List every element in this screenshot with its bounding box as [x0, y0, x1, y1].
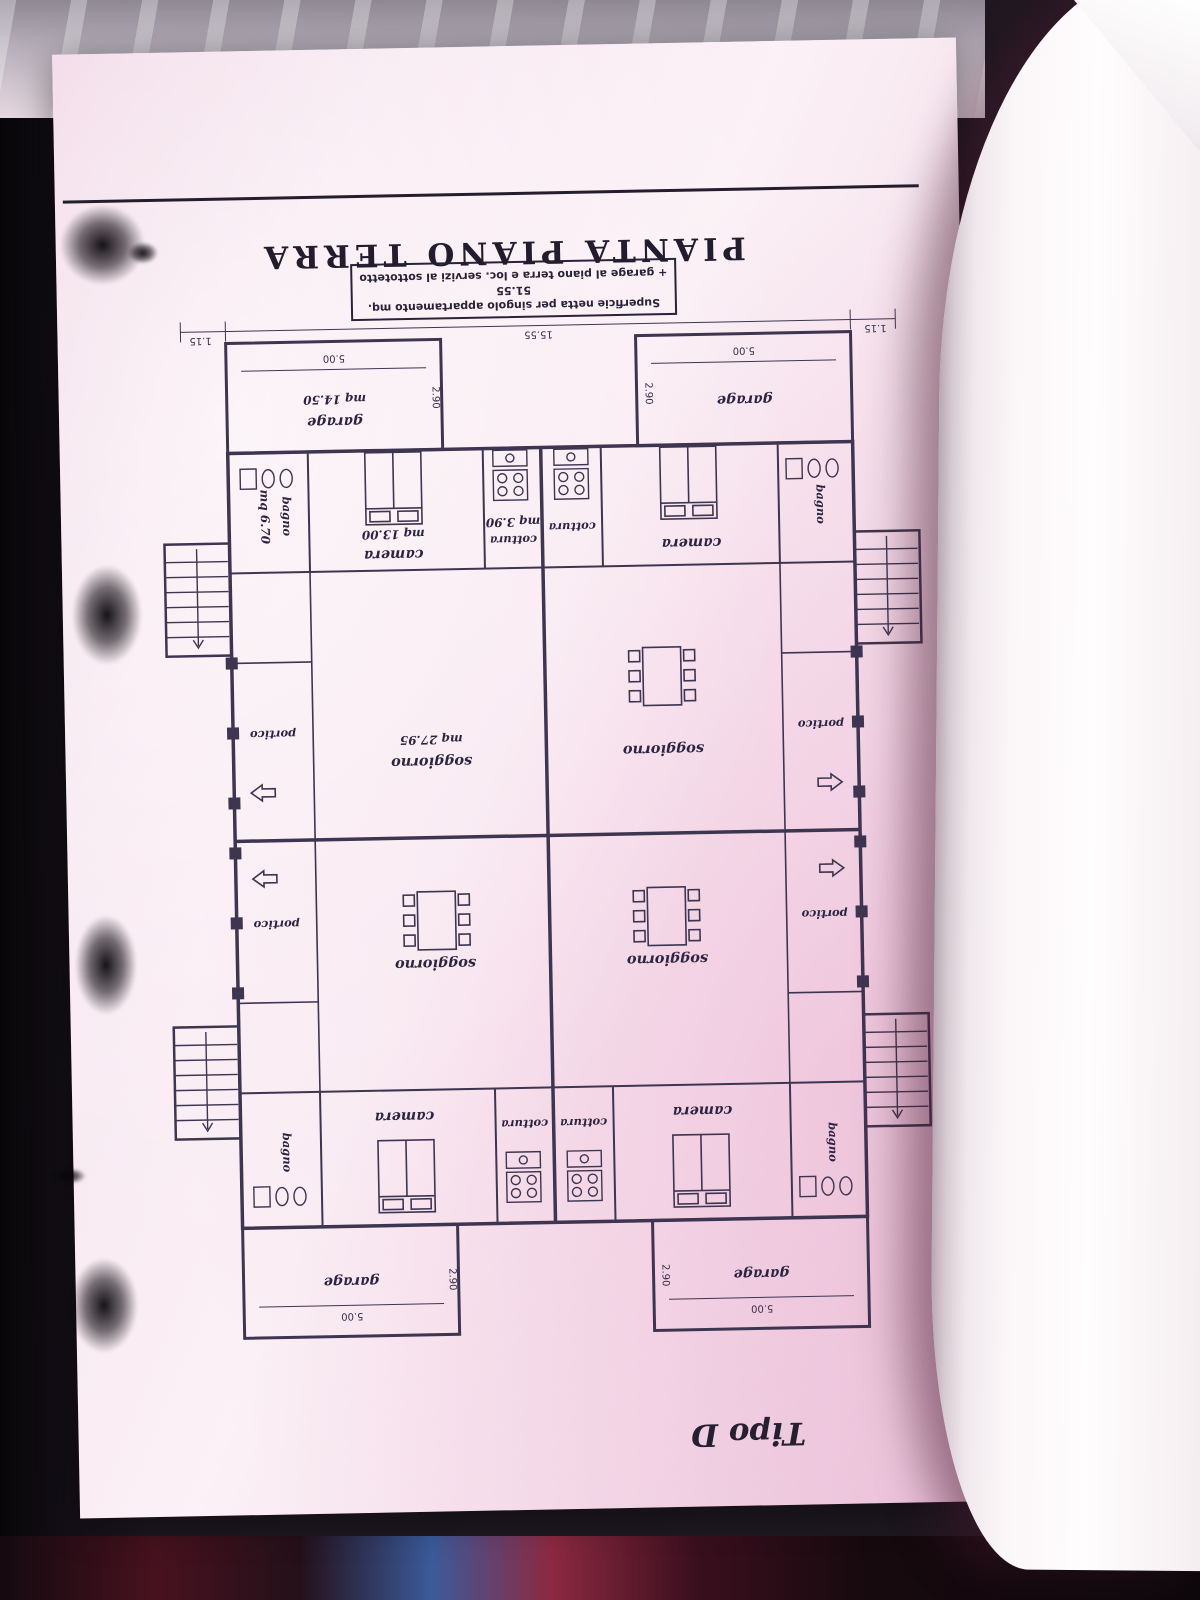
dim-total-width: 15.55 — [524, 328, 553, 340]
dim-garage-depth: 2.90 — [429, 386, 440, 408]
room-label-garage: garage — [733, 1265, 789, 1283]
portico-pillar-icons — [225, 645, 870, 1000]
dim-garage-width: 5.00 — [341, 1310, 363, 1321]
room-label-cottura: cottura — [548, 519, 595, 534]
room-label-camera: camera — [374, 1108, 434, 1126]
scan-smudge — [72, 565, 142, 665]
scan-smudge — [75, 915, 137, 1015]
room-label-camera: camera — [364, 546, 424, 564]
floor-plan-sheet: Tipo D — [52, 37, 984, 1519]
printed-content-upside-down: Tipo D — [124, 138, 969, 1473]
room-label-soggiorno: soggiorno — [395, 955, 477, 974]
dim-edge: 1.15 — [864, 322, 886, 333]
scan-smudge — [52, 1168, 86, 1184]
area-label-garage: mq 14.50 — [303, 392, 367, 407]
room-label-soggiorno: soggiorno — [391, 753, 473, 772]
curled-next-page — [929, 0, 1200, 1572]
dim-garage-depth: 2.90 — [642, 382, 653, 404]
area-label-camera: mq 13.00 — [361, 527, 425, 542]
floor-plan-drawing: garage garage garage garage mq 14.50 cam… — [163, 308, 933, 1340]
dim-garage-depth: 2.90 — [446, 1268, 457, 1290]
room-label-cottura: cottura — [490, 533, 537, 548]
room-label-garage: garage — [324, 1273, 380, 1291]
room-label-cottura: cottura — [501, 1116, 548, 1131]
walls — [163, 330, 933, 1340]
room-label-camera: camera — [661, 534, 721, 552]
dim-garage-width: 5.00 — [733, 344, 755, 355]
room-label-portico: portico — [253, 917, 300, 932]
room-label-camera: camera — [672, 1102, 732, 1120]
room-label-portico: portico — [250, 727, 297, 742]
area-label-soggiorno: mq 27.95 — [400, 732, 463, 747]
room-label-portico: portico — [798, 717, 845, 732]
dim-garage-depth: 2.90 — [659, 1264, 670, 1286]
room-label-bagno: bagno — [280, 496, 295, 536]
scan-smudge — [70, 1258, 138, 1353]
room-label-soggiorno: soggiorno — [626, 950, 708, 969]
room-label-bagno: bagno — [280, 1133, 295, 1173]
dim-garage-width: 5.00 — [751, 1302, 773, 1313]
room-label-portico: portico — [801, 907, 848, 922]
area-label-cottura: mq 3.90 — [485, 515, 540, 530]
scan-smudge — [128, 242, 158, 264]
room-label-garage: garage — [717, 391, 773, 409]
room-label-bagno: bagno — [813, 484, 828, 524]
surface-note-line1: Superficie netta per singolo appartament… — [367, 283, 661, 315]
plan-type-label: Tipo D — [690, 1414, 807, 1453]
dim-edge: 1.15 — [189, 335, 211, 346]
area-label-bagno: mq 6.70 — [257, 489, 272, 544]
room-label-garage: garage — [307, 413, 363, 431]
room-label-soggiorno: soggiorno — [622, 740, 704, 759]
dim-garage-width: 5.00 — [323, 352, 345, 363]
dimension-lines — [179, 308, 896, 1308]
room-label-cottura: cottura — [560, 1115, 607, 1130]
room-label-bagno: bagno — [826, 1122, 841, 1162]
